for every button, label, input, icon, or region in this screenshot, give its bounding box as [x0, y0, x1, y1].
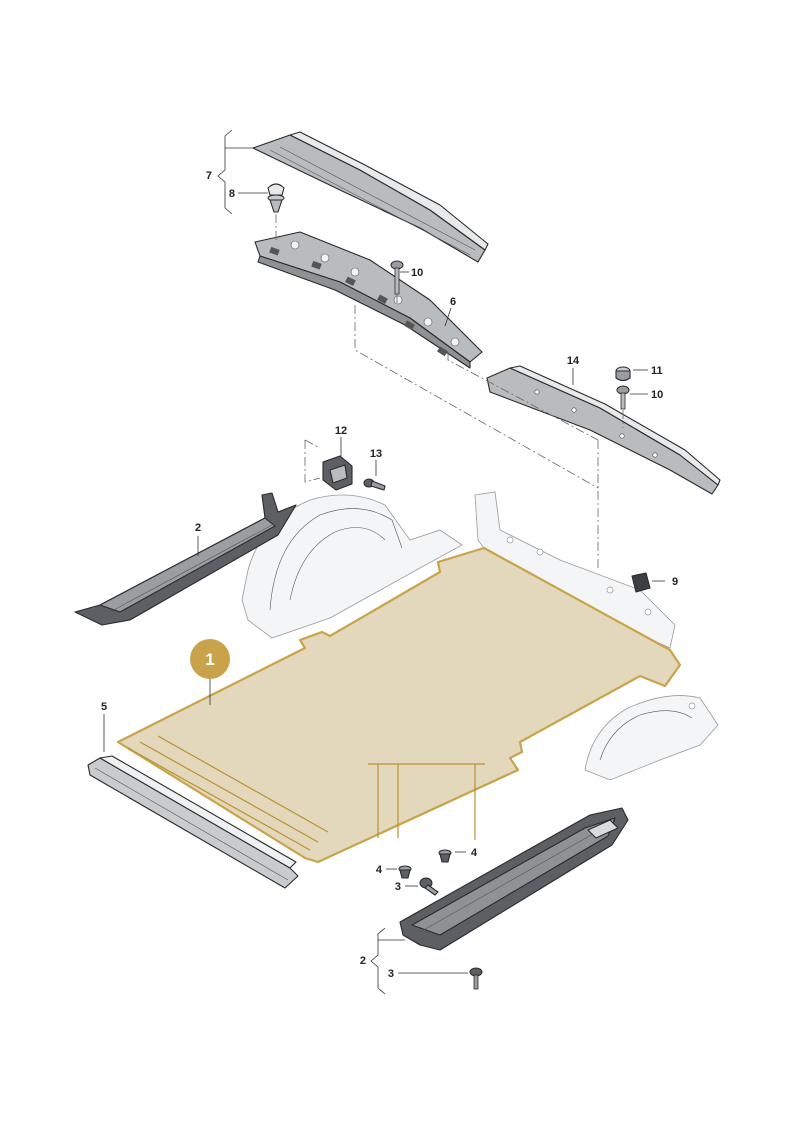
clip-part-4-right — [438, 849, 452, 863]
callout-2-lower: 2 — [360, 955, 366, 967]
callout-8: 8 — [229, 188, 235, 200]
callout-11: 11 — [651, 365, 663, 377]
floor-mat-part — [116, 546, 682, 864]
callout-13: 13 — [370, 448, 382, 460]
callout-14: 14 — [567, 355, 580, 367]
callout-4-right: 4 — [471, 847, 478, 859]
callout-3-upper: 3 — [395, 881, 401, 893]
screw-part-3-upper — [419, 877, 439, 896]
callout-7: 7 — [206, 170, 212, 182]
assembly-lines — [275, 214, 624, 570]
screw-part-3-lower — [469, 967, 483, 990]
callout-1: 1 — [205, 650, 214, 669]
clip-part-8 — [267, 183, 285, 213]
clip-part-9 — [631, 572, 651, 593]
screw-part-13 — [363, 478, 386, 491]
callout-10-upper: 10 — [411, 267, 423, 279]
screw-part-10-upper — [390, 260, 404, 295]
callout-1-badge: 1 — [190, 639, 230, 679]
clip-part-4-left — [398, 865, 412, 879]
callout-3-lower: 3 — [388, 968, 394, 980]
callout-5: 5 — [101, 701, 107, 713]
bracket-part-12 — [322, 455, 353, 491]
callout-4-left: 4 — [376, 864, 383, 876]
rail-part-6 — [254, 231, 483, 369]
callout-2-upper: 2 — [195, 522, 201, 534]
callout-9: 9 — [672, 576, 678, 588]
sill-part-2-upper — [74, 492, 297, 626]
callout-10-lower: 10 — [651, 389, 663, 401]
cap-part-11 — [615, 366, 631, 382]
sill-part-2-lower — [399, 807, 629, 951]
vehicle-body-ghost — [241, 491, 719, 781]
callout-6: 6 — [450, 296, 456, 308]
strip-part-5 — [87, 755, 299, 889]
trim-strip-part-7 — [252, 131, 489, 263]
screw-part-10-lower — [616, 385, 630, 410]
callout-12: 12 — [335, 425, 347, 437]
trim-part-14 — [486, 365, 721, 495]
leader-lines — [103, 129, 665, 995]
